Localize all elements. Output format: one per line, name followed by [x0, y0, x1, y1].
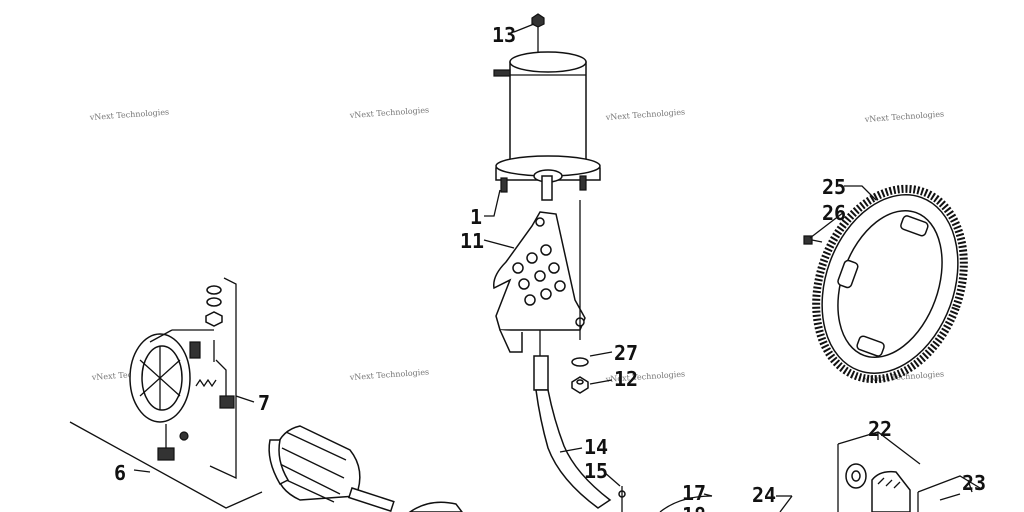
watermark-4: vNext Technologies [864, 109, 945, 124]
cable-icon [533, 330, 626, 512]
watermark-6: vNext Technologies [349, 367, 430, 382]
callout-22: 22 [868, 417, 892, 441]
callout-23: 23 [962, 471, 986, 495]
starter-motor-icon [493, 13, 601, 201]
brush-holder-icon [69, 277, 263, 509]
callout-25: 25 [822, 175, 846, 199]
callout-14: 14 [584, 435, 608, 459]
armature-icon [268, 425, 463, 512]
callout-15: 15 [584, 459, 608, 483]
ring-gear-icon [803, 184, 968, 384]
callout-13: 13 [492, 23, 516, 47]
leader-lines [133, 23, 973, 497]
callout-1: 1 [470, 205, 482, 229]
watermark-2: vNext Technologies [349, 105, 430, 120]
callout-18: 18 [682, 503, 706, 512]
mounting-bracket-icon [493, 200, 586, 353]
callout-17: 17 [682, 481, 706, 505]
callout-27: 27 [614, 341, 638, 365]
callouts: 13 1 11 25 26 27 12 7 6 14 15 22 23 17 2… [114, 23, 986, 512]
callout-6: 6 [114, 461, 126, 485]
watermark-3: vNext Technologies [605, 107, 686, 122]
callout-26: 26 [822, 201, 846, 225]
callout-11: 11 [460, 229, 484, 253]
washer-nut-icon [571, 357, 589, 394]
watermark-1: vNext Technologies [89, 107, 170, 122]
callout-12: 12 [614, 367, 638, 391]
callout-24: 24 [752, 483, 776, 507]
callout-7: 7 [258, 391, 270, 415]
bendix-drive-icon [659, 431, 981, 512]
